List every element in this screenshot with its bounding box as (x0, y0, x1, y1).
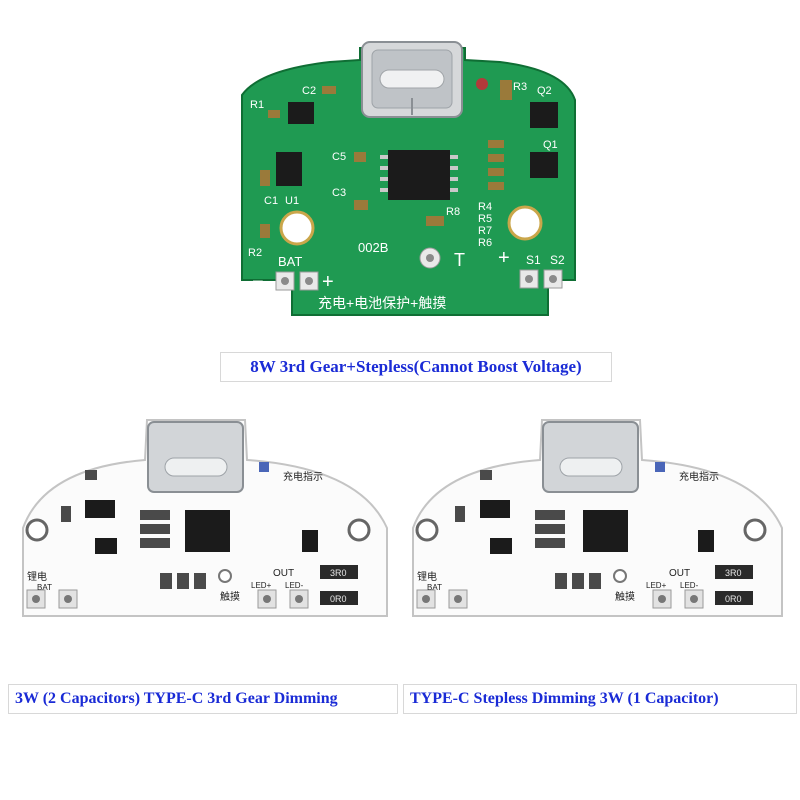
label-led-minus: LED- (285, 581, 304, 590)
resistor-0r0 (715, 591, 753, 605)
usb-c-connector (147, 421, 244, 493)
mounting-hole-right (743, 518, 767, 542)
mounting-hole-left (25, 518, 49, 542)
label-res-3r0: 3R0 (725, 568, 742, 578)
label-plus-right: + (498, 247, 510, 269)
label-led-plus: LED+ (251, 581, 272, 590)
led-indicator (476, 78, 488, 90)
transistors (480, 500, 714, 554)
label-res-3r0: 3R0 (330, 568, 347, 578)
label-r6: R6 (478, 237, 492, 249)
mounting-hole-right (347, 518, 371, 542)
label-c3: C3 (332, 187, 346, 199)
main-ic-chip (185, 510, 230, 552)
mounting-hole-right (507, 205, 543, 241)
label-c2: C2 (302, 85, 316, 97)
passive-components (260, 80, 512, 238)
label-touch: 触摸 (220, 590, 240, 603)
label-out: OUT (669, 568, 690, 579)
mounting-hole-left (279, 210, 315, 246)
label-led-plus: LED+ (646, 581, 667, 590)
label-bat: BAT (278, 254, 302, 269)
mounting-hole-left (415, 518, 439, 542)
resistor-0r0 (320, 591, 358, 605)
green-pcb-illustration: R1 C2 R3 Q2 Q1 C1 U1 C5 C3 R8 R4 R5 R7 R… (241, 41, 576, 316)
main-ic-chip (380, 150, 458, 200)
label-res-0r0: 0R0 (725, 594, 742, 604)
label-charge-indicator: 充电指示 (283, 470, 323, 483)
label-lithium: 锂电 (27, 570, 47, 583)
label-r5: R5 (478, 213, 492, 225)
label-r2: R2 (248, 247, 262, 259)
label-function-text: 充电+电池保护+触摸 (318, 295, 446, 311)
passive-components (455, 470, 601, 589)
passive-components (61, 470, 206, 589)
label-c1: C1 (264, 195, 278, 207)
label-lithium: 锂电 (417, 570, 437, 583)
resistor-3r0 (715, 565, 753, 579)
label-minus: − (252, 271, 264, 293)
white-pcb-board-3rd-gear: 充电指示 锂电 BAT OUT 触摸 LED+ LED- 3R0 0R0 (15, 418, 395, 623)
usb-c-connector (542, 421, 639, 493)
touch-pad (218, 569, 232, 583)
touch-pad (613, 569, 627, 583)
label-model: 002B (358, 240, 388, 255)
label-r3: R3 (513, 81, 527, 93)
caption-3w-3rd-gear-dimming: 3W (2 Capacitors) TYPE-C 3rd Gear Dimmin… (8, 684, 398, 714)
label-r7: R7 (478, 225, 492, 237)
caption-stepless-dimming-3w: TYPE-C Stepless Dimming 3W (1 Capacitor) (403, 684, 797, 714)
white-pcb-board-stepless: 充电指示 锂电 BAT OUT 触摸 LED+ LED- 3R0 0R0 (405, 418, 790, 623)
led-indicator (655, 462, 665, 472)
white-pcb-illustration-right: 充电指示 锂电 BAT OUT 触摸 LED+ LED- 3R0 0R0 (412, 419, 783, 617)
solder-pads (26, 589, 309, 609)
label-r1: R1 (250, 99, 264, 111)
label-s2: S2 (550, 253, 565, 267)
caption-8w-3rd-gear-stepless: 8W 3rd Gear+Stepless(Cannot Boost Voltag… (220, 352, 612, 382)
label-q2: Q2 (537, 85, 552, 97)
label-s1: S1 (526, 253, 541, 267)
label-res-0r0: 0R0 (330, 594, 347, 604)
label-bat: BAT (37, 583, 52, 592)
solder-pads (416, 589, 704, 609)
green-pcb-board: R1 C2 R3 Q2 Q1 C1 U1 C5 C3 R8 R4 R5 R7 R… (230, 40, 586, 325)
solder-pads (275, 247, 563, 291)
label-charge-indicator: 充电指示 (679, 470, 719, 483)
label-t: T (454, 250, 465, 270)
white-pcb-illustration-left: 充电指示 锂电 BAT OUT 触摸 LED+ LED- 3R0 0R0 (22, 419, 388, 617)
label-u1: U1 (285, 195, 299, 207)
resistor-3r0 (320, 565, 358, 579)
label-out: OUT (273, 568, 294, 579)
usb-c-connector (361, 41, 463, 118)
label-q1: Q1 (543, 139, 558, 151)
label-led-minus: LED- (680, 581, 699, 590)
label-c5: C5 (332, 151, 346, 163)
sot23-transistors (276, 102, 558, 186)
main-ic-chip (583, 510, 628, 552)
label-plus-left: + (322, 271, 334, 293)
label-touch: 触摸 (615, 590, 635, 603)
label-r4: R4 (478, 201, 492, 213)
label-bat: BAT (427, 583, 442, 592)
label-r8: R8 (446, 206, 460, 218)
led-indicator (259, 462, 269, 472)
transistors (85, 500, 318, 554)
